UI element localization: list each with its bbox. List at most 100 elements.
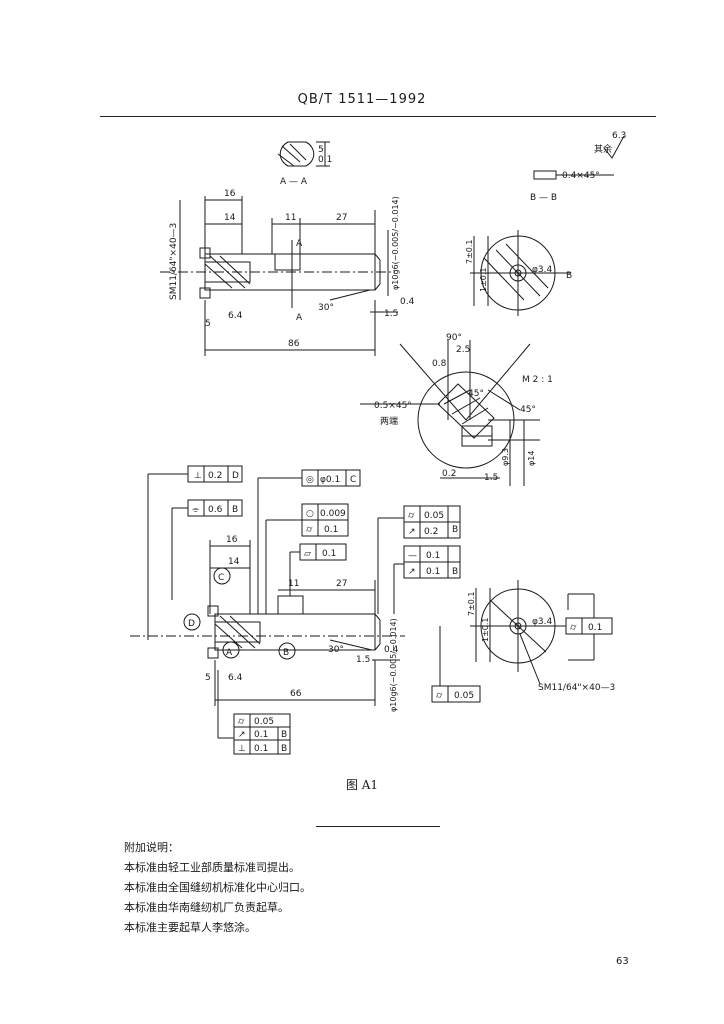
top-rough-right: 0.4 [400, 297, 415, 307]
tol-cyl-b1-value: 0.05 [424, 511, 444, 521]
top-dim-14: 14 [224, 213, 236, 223]
tol-bl2-datum: B [281, 730, 287, 740]
detail-dim-93: φ9.3 [501, 448, 510, 466]
section-bb-label: B — B [530, 193, 557, 203]
detail-dim-08: 0.8 [432, 359, 447, 369]
detail-dim-15: 1.5 [484, 473, 498, 483]
tol-flat-value: 0.1 [324, 525, 338, 535]
detail-dim-14: φ14 [527, 451, 536, 466]
tol-line-a-symbol: — [408, 551, 417, 561]
tol-cyl-b1-symbol: ⌭ [408, 511, 415, 521]
top-dim-27: 27 [336, 213, 347, 223]
tol-perp-d-value: 0.2 [208, 471, 222, 481]
bb-dim2: 1±0.1 [479, 267, 488, 292]
page-header: QB/T 1511—1992 [297, 92, 427, 107]
tol-right2-value: 0.05 [454, 691, 474, 701]
tol-flat-symbol: ⌭ [306, 525, 313, 535]
figure-caption: 图 A1 [345, 778, 379, 792]
right-dim2: 1±0.1 [481, 617, 490, 642]
bottom-dim-27: 27 [336, 579, 347, 589]
chamfer-hatch-icon [533, 170, 557, 180]
right-dim1: 7±0.1 [467, 591, 476, 616]
bottom-diameter: φ10g6(−0.005/−0.014) [389, 618, 398, 712]
top-angle-30: 30° [318, 303, 334, 313]
tol-circ-symbol: ○ [306, 509, 314, 519]
bottom-dim-14: 14 [228, 557, 240, 567]
detail-dim-02: 0.2 [442, 469, 456, 479]
tol-cyl-b2-symbol: ↗ [408, 527, 416, 537]
section-aa-label: A — A [280, 177, 308, 187]
detail-dim-25: 2.5 [456, 345, 470, 355]
surface-note-prefix: 其余 [594, 143, 612, 155]
detail-chamfer: 0.5×45° [374, 401, 412, 411]
tol-right1-value: 0.1 [588, 623, 602, 633]
tol-run-b-value: 0.1 [426, 567, 440, 577]
datum-b: B [283, 648, 289, 658]
tol-run-b-symbol: ↗ [408, 567, 416, 577]
roughness-symbol-icon [603, 135, 625, 159]
tol-pos-c-value: φ0.1 [320, 475, 340, 485]
tol-right1-symbol: ⌭ [570, 623, 577, 633]
tol-run-b-datum: B [452, 567, 458, 577]
tol-line-a-value: 0.1 [426, 551, 440, 561]
bottom-dim-16: 16 [226, 535, 238, 545]
bottom-dim-5: 5 [205, 673, 211, 683]
top-section-a: A [296, 239, 303, 249]
tol-bl1-value: 0.05 [254, 717, 274, 727]
chamfer-note: 0.4×45° [562, 171, 600, 181]
tol-cyl-b2-value: 0.2 [424, 527, 438, 537]
detail-edge: 两端 [380, 415, 398, 427]
top-thread-label: SM11/64"×40—3 [169, 223, 179, 300]
top-dim-16: 16 [224, 189, 236, 199]
top-dim-5: 5 [205, 319, 211, 329]
datum-c: C [218, 573, 224, 583]
bottom-dim-1-5: 1.5 [356, 655, 370, 665]
bottom-dim-66: 66 [290, 689, 302, 699]
detail-90-angle [399, 343, 531, 421]
bb-dia: φ3.4 [532, 265, 553, 275]
aa-dim1: 5 [318, 145, 324, 155]
tol-sym-b-value: 0.6 [208, 505, 223, 515]
detail-angle-90: 90° [446, 333, 462, 343]
tol-pos-c-datum: C [350, 475, 356, 485]
notes-heading: 附加说明： [124, 841, 179, 854]
top-diameter: φ10g6(−0.005/−0.014) [391, 196, 400, 290]
tol-bl3-symbol: ⊥ [238, 744, 246, 754]
bb-label: B [566, 271, 572, 281]
right-dia: φ3.4 [532, 617, 553, 627]
top-dim-1-5: 1.5 [384, 309, 398, 319]
tol-bl3-datum: B [281, 744, 287, 754]
bottom-angle-30: 30° [328, 645, 344, 655]
datum-d: D [188, 619, 195, 629]
note-line: 本标准由全国缝纫机标准化中心归口。 [124, 881, 311, 894]
tol-circ-value: 0.009 [320, 509, 346, 519]
tol-bl2-symbol: ↗ [238, 730, 246, 740]
tol-right2-symbol: ⌭ [436, 691, 443, 701]
tol-sym-b-datum: B [232, 505, 238, 515]
note-line: 本标准主要起草人李悠涂。 [124, 921, 256, 934]
aa-dim2: 0.1 [318, 155, 332, 165]
top-section-a2: A [296, 313, 303, 323]
page-number: 63 [616, 956, 629, 967]
detail-angle-45a: 45° [468, 389, 484, 399]
tol-cyl-b1-datum: B [452, 525, 458, 535]
tol-bl1-symbol: ⌭ [238, 717, 245, 727]
right-thread: SM11/64"×40—3 [538, 683, 615, 693]
note-line: 本标准由轻工业部质量标准司提出。 [124, 861, 300, 874]
bb-dim1: 7±0.1 [465, 239, 474, 264]
bottom-dim-11: 11 [288, 579, 299, 589]
tol-bl3-value: 0.1 [254, 744, 268, 754]
tol-pos-c-symbol: ◎ [306, 475, 314, 485]
notes-separator [316, 826, 440, 827]
top-dim-86: 86 [288, 339, 300, 349]
note-line: 本标准由华南缝纫机厂负责起草。 [124, 901, 289, 914]
tol-par-symbol: ▱ [304, 549, 311, 559]
surface-note-value: 6.3 [612, 131, 626, 141]
bottom-rough-left: 6.4 [228, 673, 243, 683]
tol-perp-d-datum: D [232, 471, 239, 481]
top-dim-11: 11 [285, 213, 296, 223]
additional-notes: 附加说明： 本标准由轻工业部质量标准司提出。 本标准由全国缝纫机标准化中心归口。… [124, 838, 584, 938]
detail-scale: M 2 : 1 [522, 375, 553, 385]
tol-par-value: 0.1 [322, 549, 336, 559]
